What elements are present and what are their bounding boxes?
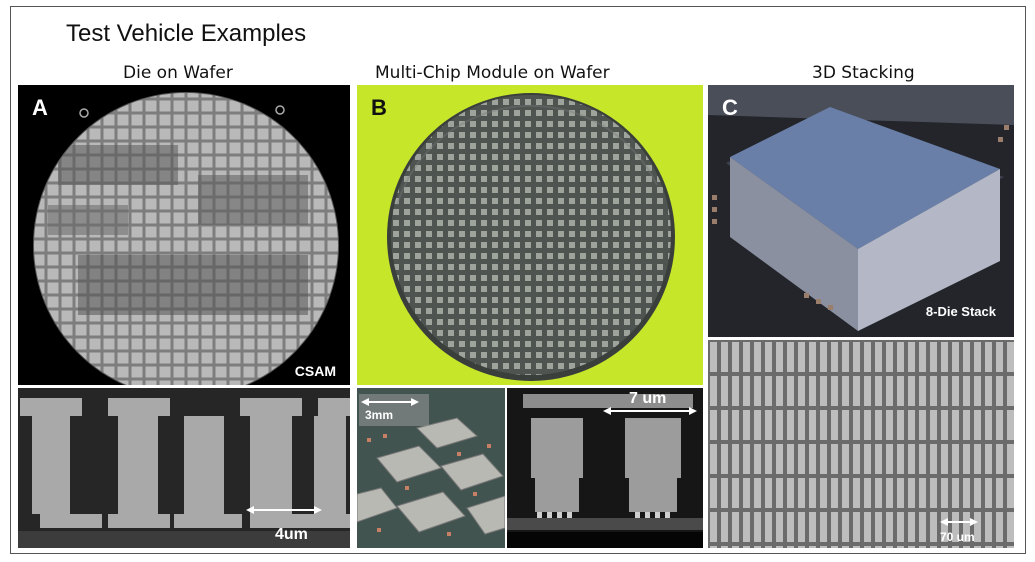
- module-photo-graphic: [357, 388, 505, 548]
- column-label-die-on-wafer: Die on Wafer: [123, 63, 233, 83]
- panel-c-sem-pillar-array: 70 um: [708, 340, 1014, 548]
- panel-a-caption: CSAM: [294, 363, 336, 379]
- column-label-3d-stacking: 3D Stacking: [812, 63, 915, 83]
- mcm-wafer-graphic: [387, 93, 675, 381]
- csam-wafer-graphic: [33, 92, 339, 385]
- panel-b-module-photo: 3mm: [357, 388, 505, 548]
- panel-a-csam-wafer-image: A CSAM: [18, 85, 350, 385]
- panel-b-mcm-wafer-image: B: [357, 85, 703, 385]
- mcm-sem-graphic: [507, 388, 703, 548]
- die-stack-graphic: [708, 85, 1014, 337]
- panel-a-scale-label: 4um: [275, 526, 308, 543]
- panel-c-letter: C: [722, 95, 738, 120]
- panel-c-die-stack-image: C 8-Die Stack: [708, 85, 1014, 337]
- panel-b-sem-scale-label: 7 um: [629, 390, 667, 407]
- panel-c-scale-label: 70 um: [940, 530, 975, 544]
- panel-a-letter: A: [32, 95, 48, 120]
- panel-b-letter: B: [371, 95, 387, 120]
- panel-c-caption: 8-Die Stack: [925, 304, 996, 319]
- pillar-array-graphic: [708, 340, 1014, 548]
- figure-title: Test Vehicle Examples: [66, 20, 307, 47]
- panel-b-photo-scale-label: 3mm: [365, 408, 394, 422]
- panel-a-sem-cross-section: 4um: [18, 388, 350, 548]
- column-label-mcm-on-wafer: Multi-Chip Module on Wafer: [375, 63, 610, 83]
- panel-b-sem-cross-section: 7 um: [507, 388, 703, 548]
- bump-cross-section-graphic: [18, 388, 350, 548]
